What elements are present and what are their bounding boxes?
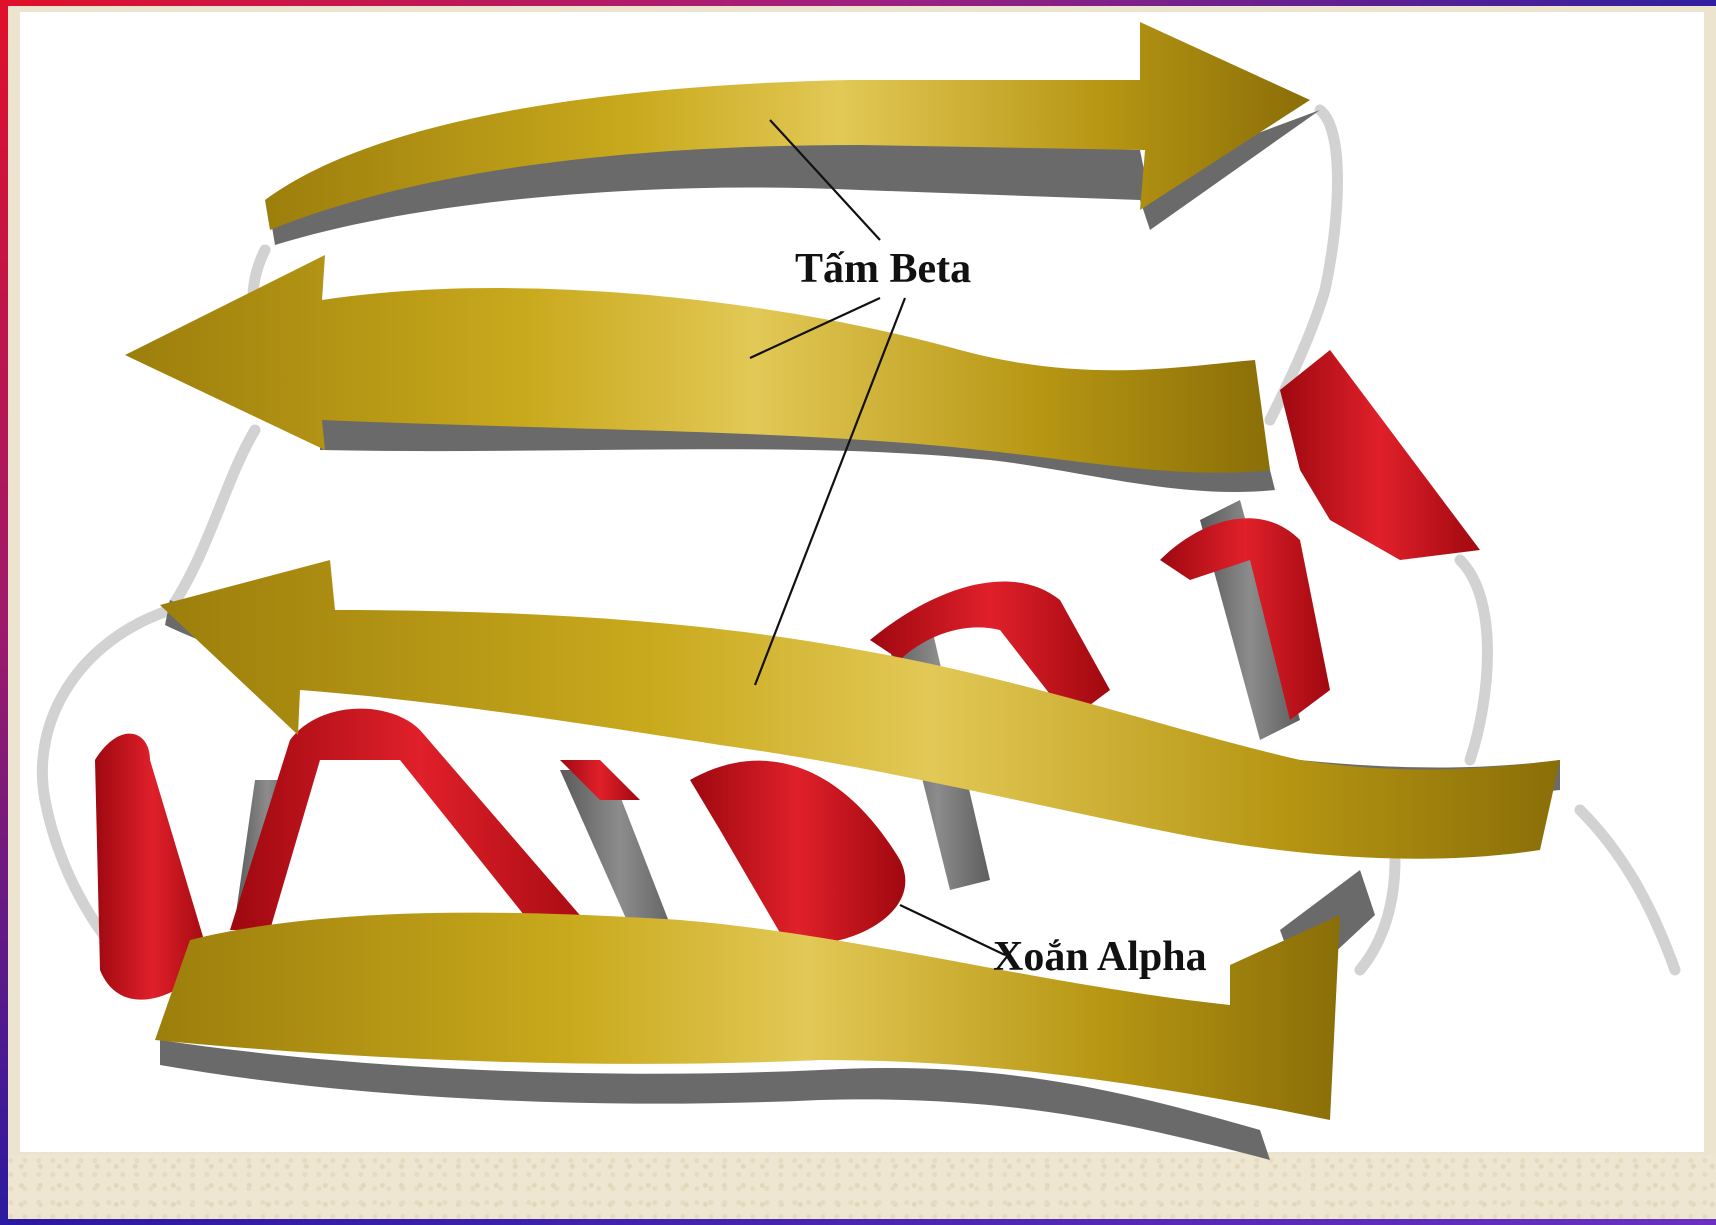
- beta-sheet: [125, 22, 1560, 1160]
- beta-strand-4: [155, 870, 1375, 1160]
- coil-tail: [1580, 810, 1675, 970]
- beta-strand-1: [265, 22, 1320, 245]
- helix-turn: [1280, 350, 1480, 560]
- coil-right-mid: [1460, 560, 1488, 760]
- alpha-leader: [900, 905, 1005, 955]
- alpha-helix-label: Xoắn Alpha: [993, 934, 1207, 980]
- beta-strand-2: [125, 255, 1275, 492]
- beta-sheet-label: Tấm Beta: [795, 246, 971, 292]
- helix-turn: [690, 761, 905, 950]
- coil-left-mid: [170, 430, 255, 610]
